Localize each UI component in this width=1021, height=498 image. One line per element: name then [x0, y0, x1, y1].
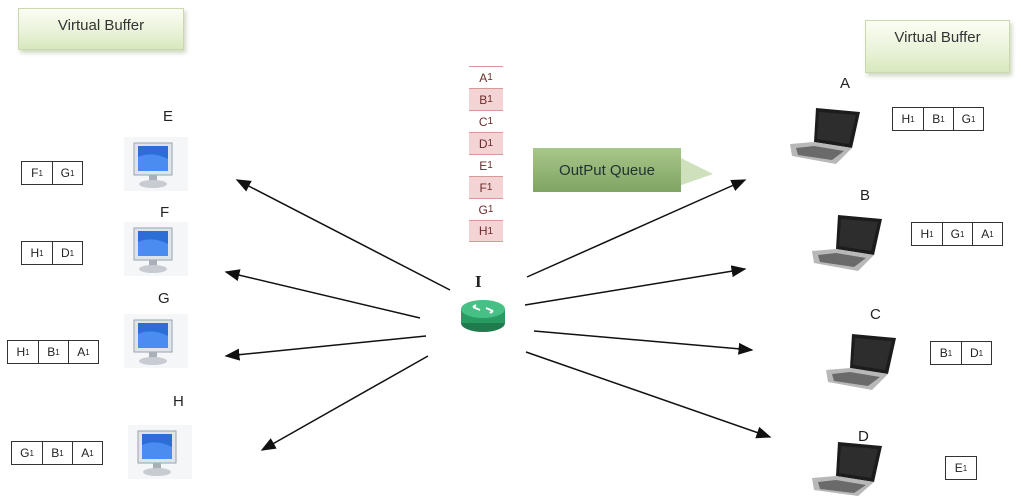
desktop-computer-icon: [124, 137, 188, 191]
arrow-to-c: [533, 330, 754, 355]
node-label-e: E: [163, 108, 174, 125]
arrow-to-e: [235, 179, 451, 291]
arrow-to-a: [526, 179, 747, 278]
node-label-a: A: [840, 75, 851, 92]
output-queue-label: OutPut Queue: [533, 148, 681, 192]
callout-pointer-icon: [673, 154, 713, 188]
desktop-computer-icon: [124, 222, 188, 276]
arrow-to-b: [524, 265, 747, 306]
node-label-b: B: [860, 187, 871, 204]
arrow-to-d: [525, 351, 772, 439]
arrow-to-g: [224, 335, 427, 361]
node-label-c: C: [870, 306, 881, 323]
right-virtual-buffer-title: Virtual Buffer: [865, 20, 1010, 73]
laptop-icon: [790, 108, 860, 164]
node-label-d: D: [858, 428, 869, 445]
desktop-computer-icon: [124, 314, 188, 368]
router-label: I: [475, 272, 482, 291]
router-icon: [461, 300, 505, 332]
left-virtual-buffer-title: Virtual Buffer: [18, 8, 184, 50]
node-label-f: F: [160, 204, 170, 221]
arrow-to-f: [224, 269, 421, 319]
laptop-icon: [812, 442, 882, 496]
output-queue-callout: OutPut Queue: [533, 148, 713, 192]
arrow-to-h: [260, 355, 429, 451]
node-label-h: H: [173, 393, 184, 410]
laptop-icon: [826, 334, 896, 390]
node-label-g: G: [158, 290, 170, 307]
laptop-icon: [812, 215, 882, 271]
desktop-computer-icon: [128, 425, 192, 479]
